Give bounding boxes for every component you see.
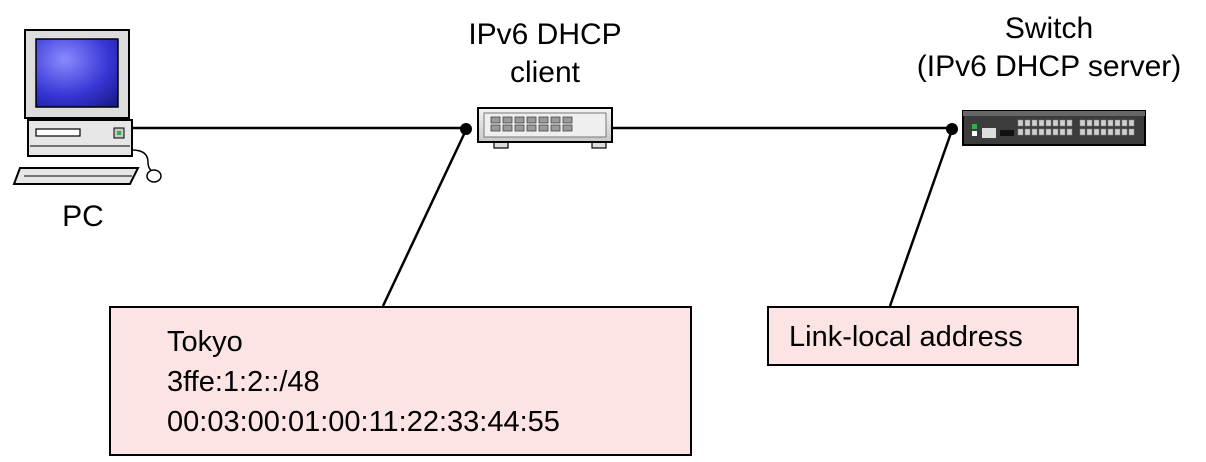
switch-port xyxy=(1100,128,1107,136)
switch-device-icon xyxy=(962,110,1146,146)
switch-port xyxy=(1093,128,1100,136)
client-info-callout: Tokyo 3ffe:1:2::/48 00:03:00:01:00:11:22… xyxy=(109,306,692,456)
switch-port xyxy=(1031,119,1038,127)
server-label: Switch (IPv6 DHCP server) xyxy=(895,10,1203,86)
callout-leader-server xyxy=(888,129,954,307)
switch-port xyxy=(1121,119,1128,127)
client-label-line2: client xyxy=(509,56,581,89)
server-label-line2: (IPv6 DHCP server) xyxy=(916,50,1182,83)
switch-port xyxy=(1086,128,1093,136)
switch-port xyxy=(1086,119,1093,127)
pc-icon xyxy=(12,29,162,185)
switch-port xyxy=(1066,119,1073,127)
switch-port xyxy=(1024,128,1031,136)
client-info-prefix: 3ffe:1:2::/48 xyxy=(167,366,320,398)
client-label: IPv6 DHCP client xyxy=(430,16,660,92)
server-info-text: Link-local address xyxy=(789,321,1023,353)
switch-port xyxy=(1066,128,1073,136)
client-port xyxy=(490,124,501,132)
pc-label: PC xyxy=(62,200,104,233)
switch-port xyxy=(1045,128,1052,136)
switch-port xyxy=(1093,119,1100,127)
client-port xyxy=(526,116,537,124)
server-label-line1: Switch xyxy=(1004,12,1094,45)
switch-port xyxy=(1079,128,1086,136)
switch-port xyxy=(1121,128,1128,136)
switch-port xyxy=(1031,128,1038,136)
client-junction-dot xyxy=(460,123,472,135)
client-port xyxy=(502,116,513,124)
client-port xyxy=(538,116,549,124)
callout-leader-client xyxy=(381,129,468,307)
client-device-icon xyxy=(477,107,613,149)
switch-port xyxy=(1107,119,1114,127)
switch-port xyxy=(1107,128,1114,136)
switch-port xyxy=(1017,128,1024,136)
switch-port xyxy=(1045,119,1052,127)
server-info-callout: Link-local address xyxy=(767,306,1079,366)
switch-port xyxy=(1052,128,1059,136)
switch-port xyxy=(1128,119,1135,127)
client-port xyxy=(562,116,573,124)
switch-port xyxy=(1100,119,1107,127)
switch-port xyxy=(1114,119,1121,127)
client-port xyxy=(562,124,573,132)
switch-port xyxy=(1079,119,1086,127)
switch-port xyxy=(1038,128,1045,136)
client-info-duid: 00:03:00:01:00:11:22:33:44:55 xyxy=(167,406,560,438)
switch-port xyxy=(1017,119,1024,127)
client-port xyxy=(538,124,549,132)
client-info-name: Tokyo xyxy=(167,326,243,358)
switch-port xyxy=(1059,119,1066,127)
client-port xyxy=(490,116,501,124)
client-port xyxy=(550,124,561,132)
switch-port xyxy=(1052,119,1059,127)
client-port xyxy=(514,116,525,124)
switch-port xyxy=(1059,128,1066,136)
client-port xyxy=(526,124,537,132)
switch-port xyxy=(1128,128,1135,136)
client-port xyxy=(550,116,561,124)
client-label-line1: IPv6 DHCP xyxy=(468,18,622,51)
server-junction-dot xyxy=(946,123,958,135)
switch-port xyxy=(1038,119,1045,127)
client-port xyxy=(514,124,525,132)
switch-port xyxy=(1114,128,1121,136)
client-port xyxy=(502,124,513,132)
switch-port xyxy=(1024,119,1031,127)
